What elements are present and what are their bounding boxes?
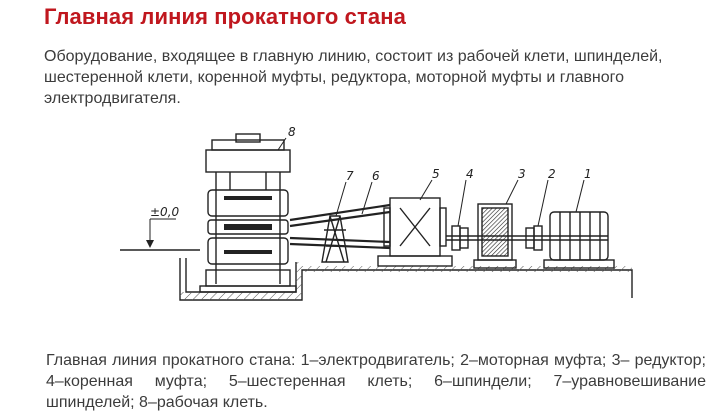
level-mark-label: ±0,0 [150, 205, 180, 219]
spindle-balancing [321, 215, 349, 263]
slide-title: Главная линия прокатного стана [44, 4, 406, 29]
gear-stand [377, 197, 453, 267]
leader-lines [277, 137, 585, 227]
part-label-4: 4 [466, 167, 474, 181]
motor-coupling [525, 225, 543, 251]
spindles [289, 203, 391, 250]
part-label-1: 1 [584, 167, 592, 181]
stand-rolls [224, 196, 272, 254]
part-labels: 1 2 3 4 5 6 7 8 [288, 125, 592, 183]
figure-caption: Главная линия прокатного стана: 1–электр… [46, 352, 706, 411]
part-label-7: 7 [346, 169, 354, 183]
drive-shaft [446, 235, 608, 241]
part-label-3: 3 [518, 167, 526, 181]
reducer [473, 203, 517, 269]
level-mark: ±0,0 [146, 205, 180, 248]
electric-motor [543, 211, 615, 269]
foundation-hatching [180, 262, 632, 300]
main-coupling [451, 225, 469, 251]
working-stand [199, 133, 297, 293]
part-label-5: 5 [432, 167, 440, 181]
intro-paragraph: Оборудование, входящее в главную линию, … [44, 48, 663, 107]
part-label-2: 2 [548, 167, 556, 181]
part-label-8: 8 [288, 125, 296, 139]
part-label-6: 6 [372, 169, 380, 183]
